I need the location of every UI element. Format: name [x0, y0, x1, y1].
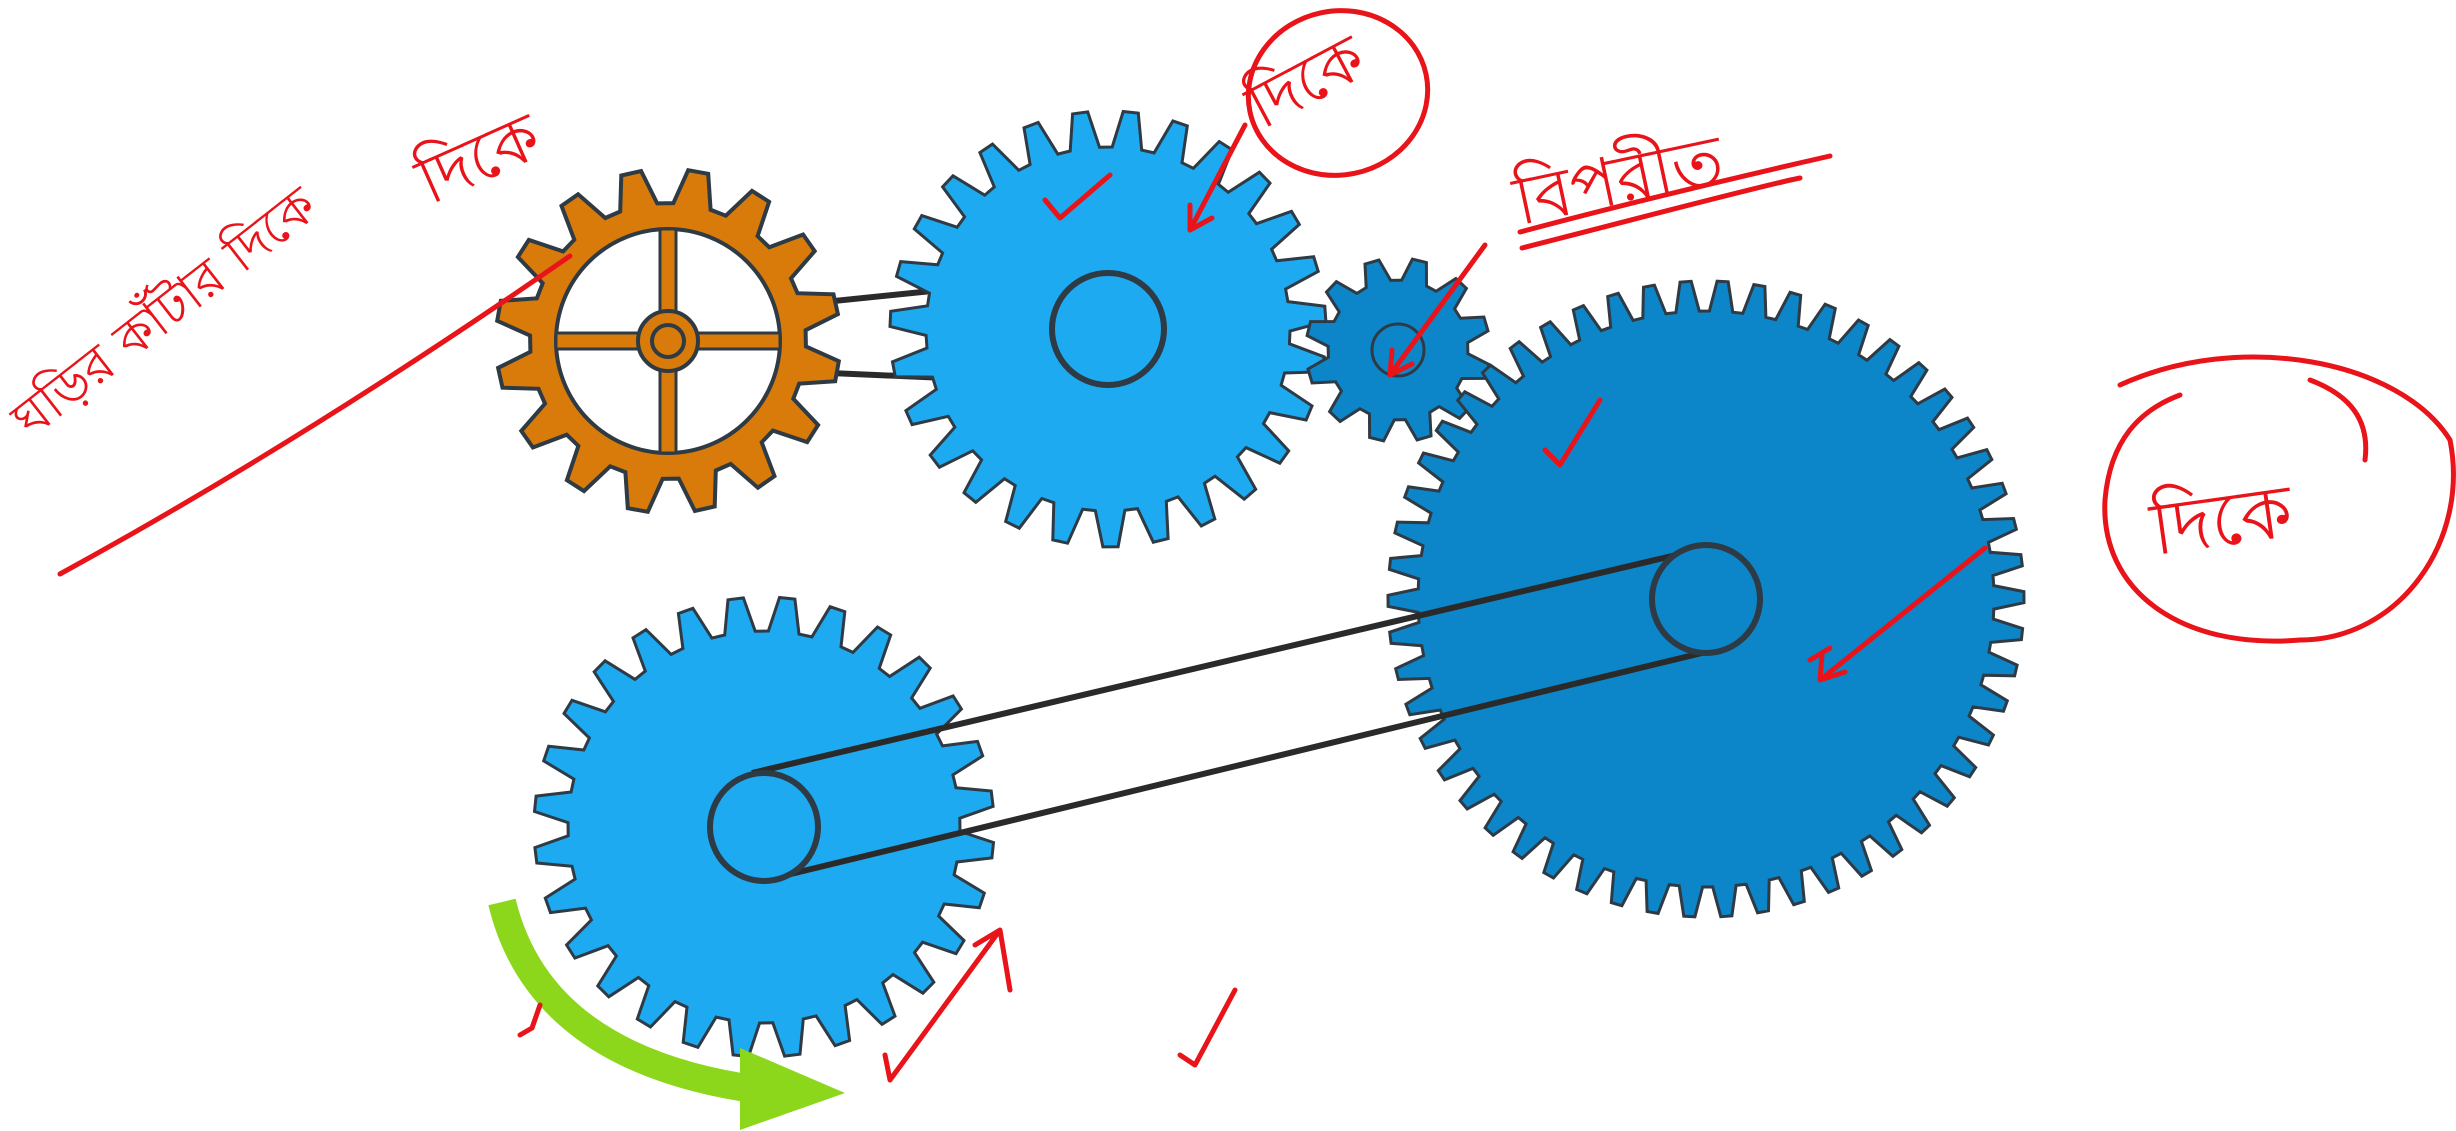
check-mark-icon	[517, 1002, 543, 1038]
arrow-small-gear	[1387, 242, 1488, 378]
label-gear-large-circled: দিকে	[2144, 467, 2298, 573]
direction-arrow-icon	[488, 898, 845, 1130]
oval-top-label	[1245, 8, 1431, 178]
arrow-bottom-gear	[882, 927, 1013, 1083]
top-gear-pulley	[1049, 270, 1167, 388]
underline-small-gear-label	[1517, 153, 1833, 235]
arrow-large-gear	[1807, 545, 1988, 683]
handwriting-left-note: ঘড়ির কাঁটার দিকে	[0, 173, 330, 451]
oval-large-label	[2102, 354, 2456, 644]
check-mark-icon	[1542, 397, 1603, 468]
orange-gear	[494, 167, 842, 515]
label-gear-orange: দিকে	[404, 97, 553, 220]
bottom-gear-pulley	[707, 770, 821, 884]
arrow-top-gear	[1187, 122, 1248, 233]
belt-bottom-to-large-gear	[751, 545, 1707, 883]
top-blue-gear	[888, 109, 1328, 549]
small-dark-gear	[1305, 257, 1491, 443]
check-mark-icon	[1042, 172, 1113, 221]
check-mark-icon	[1177, 987, 1238, 1068]
red-annotations	[57, 8, 2456, 1083]
left-diagonal-stroke	[57, 253, 573, 577]
large-gear-pulley	[1649, 542, 1763, 656]
